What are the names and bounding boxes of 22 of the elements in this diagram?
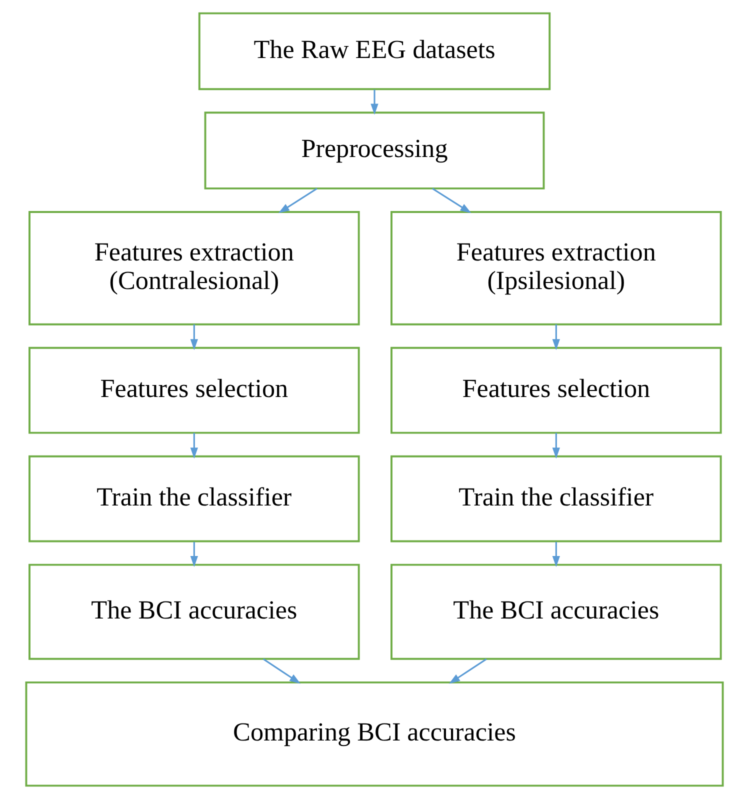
arrow (552, 432, 560, 459)
arrow (552, 324, 560, 350)
node-box: Comparing BCI accuracies (25, 681, 724, 787)
arrow (552, 542, 560, 568)
node-box: Train the classifier (390, 455, 722, 542)
arrow (190, 324, 198, 350)
node-box: The BCI accuracies (28, 564, 360, 660)
node-box: Features selection (390, 346, 722, 434)
arrow (432, 188, 472, 214)
arrow (190, 432, 198, 459)
node-box: The BCI accuracies (390, 564, 722, 660)
node-box: Features selection (28, 346, 360, 434)
node-box: Train the classifier (28, 455, 360, 542)
arrow (190, 542, 198, 568)
arrow (449, 658, 487, 684)
arrow (370, 90, 378, 115)
arrow (278, 188, 318, 214)
node-box: The Raw EEG datasets (198, 12, 551, 90)
node-box: Features extraction (Ipsilesional) (390, 211, 722, 326)
node-box: Features extraction (Contralesional) (28, 211, 360, 326)
node-box: Preprocessing (204, 112, 545, 190)
arrow (262, 658, 301, 684)
